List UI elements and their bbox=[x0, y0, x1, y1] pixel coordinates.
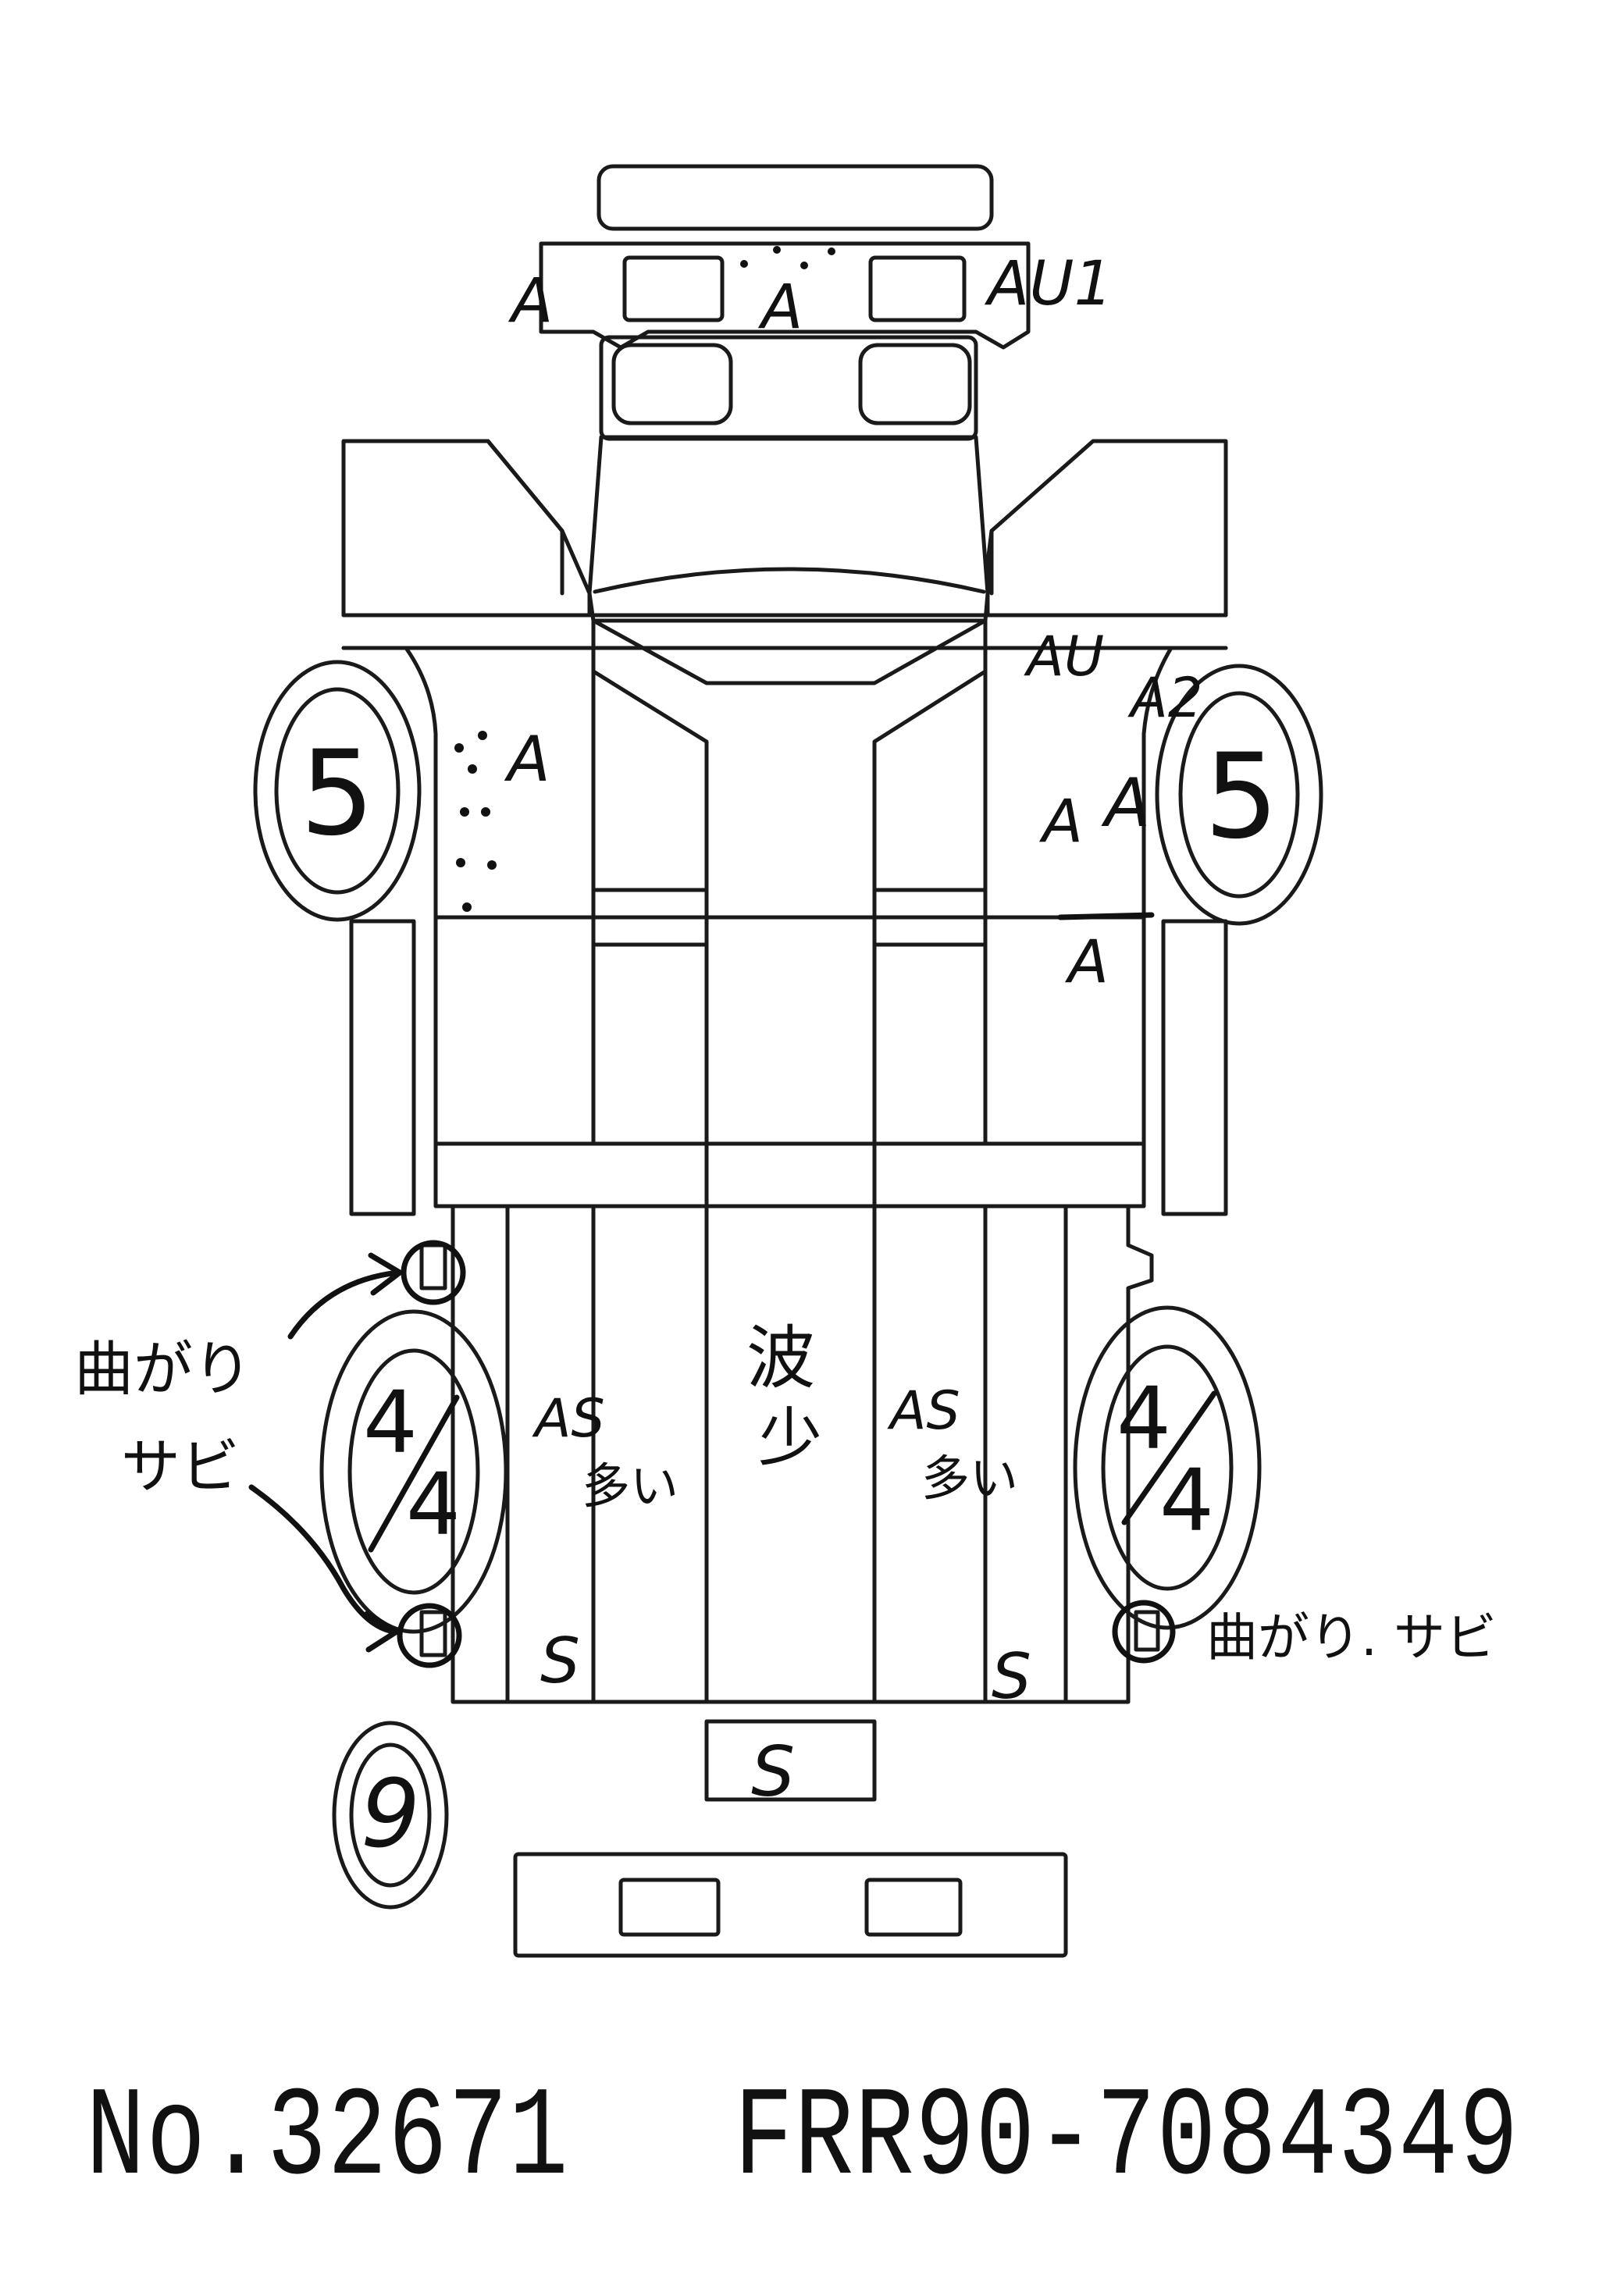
dot-mark bbox=[740, 260, 748, 268]
cab-side-right bbox=[1141, 646, 1228, 1146]
rear-left-tire bbox=[319, 1309, 508, 1634]
front-right-tire bbox=[1155, 664, 1323, 926]
cab-side-left bbox=[341, 646, 438, 1146]
rear-right-tire bbox=[1073, 1305, 1262, 1630]
rear-hitch bbox=[704, 1719, 877, 1802]
cab-body bbox=[341, 613, 1228, 1146]
lot-number: No.32671 bbox=[86, 2067, 570, 2211]
fraction-slash bbox=[1121, 1390, 1217, 1525]
headlights bbox=[599, 335, 978, 441]
dot-mark bbox=[800, 262, 808, 269]
spare-tire bbox=[332, 1721, 449, 1910]
annotation-left-rear-s: S bbox=[540, 1625, 580, 1697]
annotation-right-bed-code: AS bbox=[887, 1380, 960, 1442]
rear-left-tire-rating-top: 4 bbox=[363, 1372, 418, 1472]
arrow-to-left-front-hanger bbox=[287, 1252, 403, 1340]
annotation-left-bed-note: 多い bbox=[582, 1458, 678, 1515]
rear-right-tire-rating-bottom: 4 bbox=[1159, 1451, 1214, 1550]
left-door-dot-marks bbox=[454, 731, 497, 912]
right-rear-hanger bbox=[1112, 1600, 1176, 1664]
front-right-tire-rating: 5 bbox=[1204, 729, 1278, 865]
annotation-right-cab-upper: AU bbox=[1024, 625, 1104, 689]
annotation-right-door-lower: A bbox=[1064, 927, 1109, 996]
annotation-front-center-grille: A bbox=[757, 272, 803, 343]
annotation-center-bed-line1: 波 bbox=[746, 1318, 815, 1398]
rear-left-tire-rating-bottom: 4 bbox=[406, 1454, 461, 1554]
dot-mark bbox=[828, 247, 835, 255]
left-mirror bbox=[341, 439, 592, 618]
annotation-underline bbox=[1057, 912, 1155, 920]
spare-tire-rating: 9 bbox=[361, 1760, 420, 1869]
annotation-front-right-bumper: AU1 bbox=[984, 249, 1113, 319]
annotation-right-rear-s: S bbox=[992, 1640, 1031, 1713]
rear-bumper bbox=[513, 1852, 1068, 1958]
annotation-front-left-bumper: A bbox=[508, 266, 553, 336]
annotation-left-bed-code: AS bbox=[532, 1388, 605, 1450]
fraction-slash bbox=[368, 1394, 460, 1553]
left-side-step bbox=[349, 919, 416, 1216]
annotation-left-door: A bbox=[504, 723, 550, 796]
cab-roof bbox=[587, 435, 990, 623]
annotation-center-bed-line2: 少 bbox=[758, 1401, 822, 1475]
front-left-tire-rating: 5 bbox=[300, 726, 374, 862]
annotation-right-cab-a2: A2 bbox=[1127, 666, 1202, 730]
front-bumper-top bbox=[597, 164, 994, 231]
annotation-right-bed-note: 多い bbox=[921, 1450, 1018, 1507]
chassis-number: FRR90-7084349 bbox=[734, 2067, 1520, 2211]
annotation-left-note-line1: 曲がり bbox=[74, 1334, 252, 1404]
annotation-rear-panel-s: S bbox=[751, 1732, 795, 1812]
annotation-right-door-a2: A bbox=[1101, 764, 1151, 842]
dot-mark bbox=[773, 246, 781, 254]
left-rear-hanger bbox=[397, 1603, 462, 1668]
front-left-tire bbox=[253, 660, 422, 922]
cargo-bed bbox=[451, 1141, 1154, 1704]
annotation-right-door-a1: A bbox=[1038, 786, 1083, 856]
front-grille bbox=[539, 241, 1031, 350]
arrow-to-left-rear-hanger bbox=[248, 1484, 400, 1653]
right-side-step bbox=[1161, 919, 1228, 1216]
annotation-right-note: 曲がり. サビ bbox=[1206, 1607, 1497, 1668]
left-front-hanger bbox=[401, 1240, 466, 1305]
right-mirror bbox=[985, 439, 1228, 618]
rear-cross-member bbox=[433, 1141, 1146, 1209]
annotation-left-note-line2: サビ bbox=[121, 1432, 240, 1501]
rear-right-tire-rating-top: 4 bbox=[1116, 1369, 1171, 1468]
